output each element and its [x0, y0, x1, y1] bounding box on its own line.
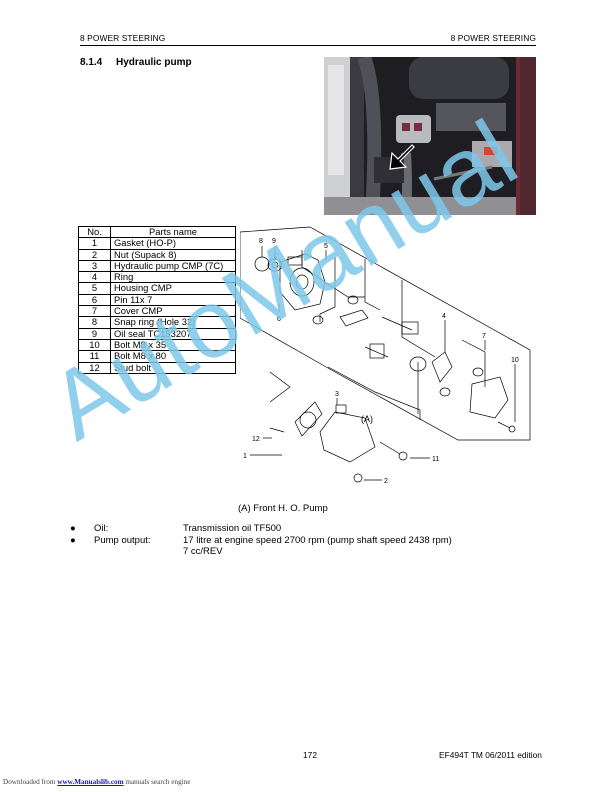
- part-name: Bolt M8 x 80: [110, 350, 236, 363]
- part-no: 10: [78, 338, 111, 352]
- download-suffix: manuals search engine: [123, 778, 191, 786]
- view-label-a: (A): [361, 414, 373, 424]
- spec-pump-output: ● Pump output: 17 litre at engine speed 27…: [70, 535, 452, 546]
- part-no: 11: [78, 350, 111, 363]
- part-no: 2: [78, 248, 111, 261]
- header-rule: [80, 45, 536, 46]
- part-no: 5: [78, 282, 111, 295]
- download-prefix: Downloaded from: [3, 778, 58, 786]
- spec-oil: ● Oil: Transmission oil TF500: [70, 523, 281, 534]
- section-heading: 8.1.4 Hydraulic pump: [80, 57, 192, 68]
- spec-value: Transmission oil TF500: [183, 523, 282, 534]
- column-header-parts-name: Parts name: [110, 225, 236, 239]
- part-name: Gasket (HO-P): [110, 237, 236, 250]
- callout-7: 7: [482, 333, 486, 340]
- page-number: 172: [303, 750, 317, 760]
- running-header-left: 8 POWER STEERING: [80, 33, 166, 43]
- callout-1: 1: [243, 453, 247, 460]
- edition-label: EF494T TM 06/2011 edition: [439, 750, 542, 760]
- callout-12: 12: [252, 436, 260, 443]
- part-no: 3: [78, 259, 111, 273]
- part-name: Nut (Supack 8): [110, 248, 236, 261]
- callout-10: 10: [511, 357, 519, 364]
- part-no: 7: [78, 305, 111, 318]
- callout-8: 8: [259, 238, 263, 245]
- spec-value-displacement: 7 cc/REV: [183, 546, 223, 557]
- manualslib-link[interactable]: www.Manualslib.com: [57, 778, 124, 786]
- section-title: Hydraulic pump: [116, 57, 192, 68]
- callout-5: 5: [324, 243, 328, 250]
- download-note: Downloaded from www.Manualslib.com manua…: [3, 778, 190, 786]
- exploded-view-drawing: 8 9 5 6 4 7 10 3 (A) 12 1 11 2: [239, 226, 531, 485]
- spec-label: Oil:: [94, 523, 109, 534]
- pointer-arrow-icon: [389, 144, 415, 170]
- part-name: Pin 11x 7: [110, 293, 236, 307]
- part-name: Housing CMP: [110, 282, 236, 295]
- table-header-row: No. Parts name: [78, 225, 236, 239]
- part-no: 1: [78, 237, 111, 250]
- spec-label: Pump output:: [94, 535, 151, 546]
- exploded-pump-diagram: 8 9 5 6 4 7 10 3 (A) 12 1 11 2: [239, 222, 540, 494]
- bullet-icon: ●: [70, 535, 76, 546]
- column-header-no: No.: [78, 225, 111, 239]
- callout-11: 11: [432, 456, 439, 463]
- part-name: Bolt M8 x 35: [110, 338, 236, 352]
- part-name: Cover CMP: [110, 305, 236, 318]
- engine-photo: [324, 57, 536, 215]
- spec-value: 17 litre at engine speed 2700 rpm (pump …: [183, 535, 452, 546]
- callout-labels: 8 9 5 6 4 7 10 3 (A) 12 1 11 2: [243, 238, 519, 485]
- bullet-icon: ●: [70, 523, 76, 534]
- part-name: Ring: [110, 271, 236, 284]
- callout-2: 2: [384, 478, 388, 485]
- part-no: 4: [78, 271, 111, 284]
- section-number: 8.1.4: [80, 57, 103, 68]
- engine-photo-image: [324, 57, 536, 215]
- part-name: Hydraulic pump CMP (7C): [110, 259, 236, 273]
- part-no: 9: [78, 327, 111, 340]
- part-name: Stud bolt: [110, 361, 236, 374]
- figure-caption: (A) Front H. O. Pump: [238, 503, 328, 514]
- running-header-right: 8 POWER STEERING: [450, 33, 536, 43]
- part-name: Snap ring (Hole 32): [110, 316, 236, 329]
- callout-6: 6: [277, 316, 281, 323]
- spec-pump-output-cont: 7 cc/REV: [70, 546, 223, 557]
- part-name: Oil seal TC153207: [110, 327, 236, 340]
- part-no: 6: [78, 293, 111, 307]
- callout-9: 9: [272, 238, 276, 245]
- callout-3: 3: [335, 391, 339, 398]
- callout-4: 4: [442, 313, 446, 320]
- part-no: 12: [78, 361, 111, 374]
- part-no: 8: [78, 316, 111, 329]
